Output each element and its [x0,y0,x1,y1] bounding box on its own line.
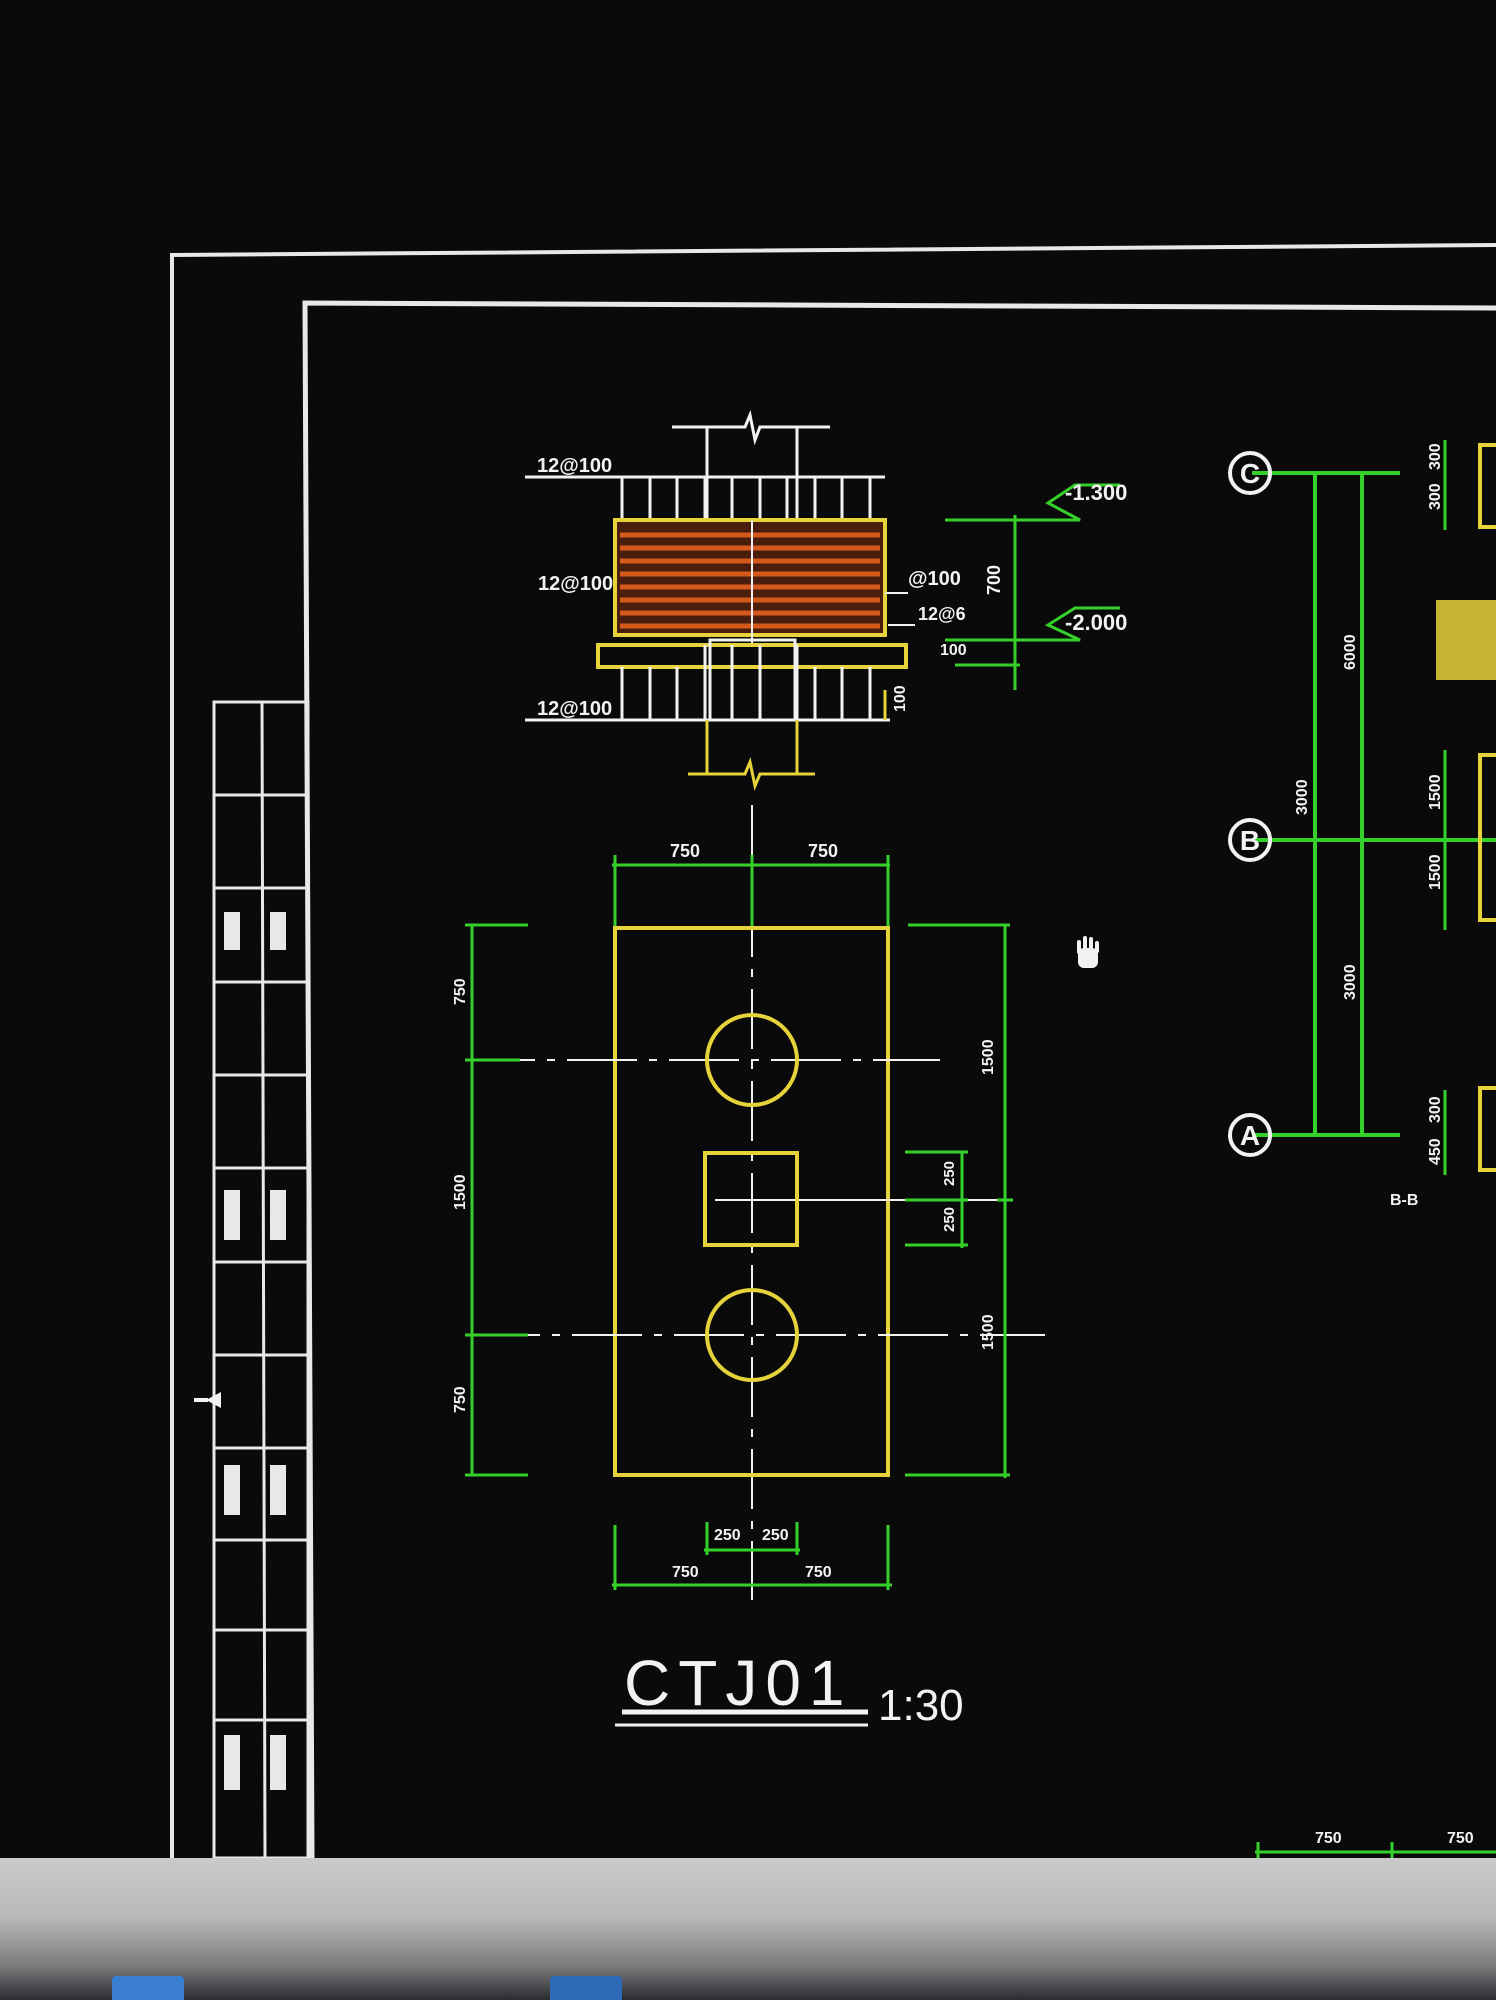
top-rebar-label: 12@100 [537,455,612,477]
outer-frame-line [170,243,1496,1858]
elevation-top-text: -1.300 [1065,480,1127,505]
axis-side-dim-6: 450 [1427,1138,1444,1165]
drawing-frame [170,243,1496,1859]
plan-bottom-dims [612,1522,892,1590]
plan-bottom-outer-dim-1: 750 [672,1564,699,1581]
plan-view[interactable]: 750 750 750 1500 750 1500 [452,805,1045,1730]
column-dim-1: 250 [941,1161,958,1186]
plan-right-dim-2: 1500 [980,1314,997,1350]
plan-left-dim-2: 1500 [452,1174,469,1210]
axis-yellow-note [1436,600,1496,680]
axis-grid-lines [1252,471,1496,1137]
section-height-dim [945,515,1020,690]
section-height-dim-text: 700 [984,565,1004,595]
axis-section-note: B-B [1390,1192,1418,1209]
axis-label-c: C [1240,458,1260,489]
side-rebar-label: 12@100 [538,573,613,595]
stirrup-label: @100 [908,568,961,590]
plan-bottom-outer-dim-2: 750 [805,1564,832,1581]
column-dims [905,1150,968,1248]
plan-top-dim-1: 750 [670,841,700,861]
column-stub-bottom [688,720,815,792]
plan-left-dim-1: 750 [452,978,469,1005]
elevation-marker-top: -1.300 [1020,480,1127,522]
axis-view[interactable]: C B A 6000 3000 3000 300 300 1500 1500 3… [1228,440,1496,1858]
column-stub-top [672,409,830,520]
axis-side-dim-5: 300 [1427,1096,1444,1123]
plan-bottom-inner-dim-2: 250 [762,1527,789,1544]
plan-left-dim-3: 750 [452,1386,469,1413]
plan-top-dims [612,855,890,928]
pile-stub [708,638,797,722]
pile-cap-outline [613,926,890,1477]
axis-bubble-c [1228,451,1272,495]
plan-right-dim-1: 1500 [980,1039,997,1075]
pile-lower [705,1288,799,1382]
drawing-title: CTJ01 [624,1647,853,1719]
axis-bubble-b [1228,818,1272,862]
title-block-text [224,912,286,1790]
small-dim-label: 100 [892,685,909,712]
hoop-label: 12@6 [918,604,966,624]
elevation-marker-bottom: -2.000 [1020,606,1127,642]
axis-members [1478,443,1496,1172]
axis-label-b: B [1240,825,1260,856]
plan-top-dim-2: 750 [808,841,838,861]
pan-hand-icon[interactable] [1077,936,1099,968]
section-cover-dim-text: 100 [940,642,967,659]
axis-label-a: A [1240,1120,1260,1151]
pointer-arrow-icon [194,1392,221,1408]
pile-cap-hatch [613,518,887,637]
taskbar-app-icon[interactable] [550,1976,622,2000]
column-outline [703,1151,799,1247]
axis-bottom-dim-1: 750 [1315,1830,1342,1847]
axis-side-dim-2: 300 [1427,483,1444,510]
axis-bottom-dim-2: 750 [1447,1830,1474,1847]
axis-bubble-a [1228,1113,1272,1157]
drawing-scale: 1:30 [878,1681,964,1730]
inner-frame-line [302,300,1496,1859]
cushion-layer [596,643,908,669]
axis-dim-1: 6000 [1342,634,1359,670]
axis-bubbles [1228,451,1272,1157]
axis-dim-3: 3000 [1342,964,1359,1000]
top-rebar-line [525,475,885,525]
pile-cap-hatch-lines [620,532,880,629]
taskbar-app-icon[interactable] [112,1976,184,2000]
pile-upper [705,1013,799,1107]
monitor-bezel [0,1858,1496,2000]
axis-bottom-dims [1255,1842,1496,1858]
axis-side-dim-3: 1500 [1427,774,1444,810]
plan-left-dims [465,923,528,1477]
plan-right-dims [905,923,1013,1478]
elevation-bottom-text: -2.000 [1065,610,1127,635]
plan-bottom-inner-dim-1: 250 [714,1527,741,1544]
axis-side-dim-1: 300 [1427,443,1444,470]
column-dim-2: 250 [941,1207,958,1232]
section-view[interactable]: 12@100 12@100 12@100 @100 12@6 100 700 1… [525,409,1127,792]
axis-dim-2: 3000 [1294,779,1311,815]
title-block [212,700,310,1860]
bottom-rebar-label: 12@100 [537,698,612,720]
axis-side-dim-4: 1500 [1427,854,1444,890]
